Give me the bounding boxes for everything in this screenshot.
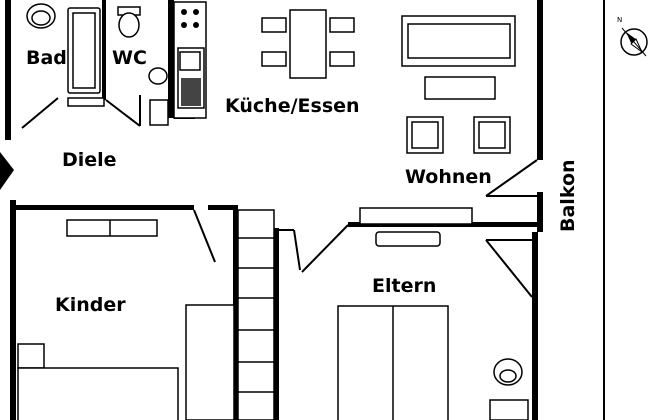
bathroom-fixtures	[26, 3, 169, 126]
sideboard	[359, 207, 473, 225]
label-balkon: Balkon	[557, 159, 579, 232]
eltern-furniture	[337, 231, 529, 420]
compass-icon: N	[617, 16, 648, 57]
label-diele: Diele	[62, 149, 117, 171]
kinder-radiator	[66, 219, 158, 237]
wc-sink-icon	[148, 67, 168, 85]
label-wc: WC	[112, 47, 147, 69]
bookshelf	[237, 209, 275, 420]
label-kinder: Kinder	[55, 294, 126, 316]
label-bad: Bad	[26, 47, 67, 69]
stove-burner	[181, 9, 187, 15]
compass-north-label: N	[617, 16, 622, 24]
dining-table	[289, 9, 327, 79]
label-kueche-essen: Küche/Essen	[225, 95, 360, 117]
kinder-wardrobe	[185, 304, 235, 420]
toilet-icon	[118, 12, 140, 38]
room-labels: Bad WC Küche/Essen Diele Wohnen Balkon K…	[26, 47, 579, 316]
bath-radiator	[67, 97, 105, 107]
kinder-bed	[17, 367, 179, 420]
eltern-radiator	[375, 231, 441, 247]
living-furniture	[359, 15, 516, 225]
label-eltern: Eltern	[372, 275, 436, 297]
kitchen-fixtures	[173, 1, 355, 119]
kinder-furniture	[17, 209, 275, 420]
entrance-marker	[0, 152, 14, 190]
coffee-table	[424, 76, 496, 100]
label-wohnen: Wohnen	[405, 166, 492, 188]
kinder-desk	[17, 343, 45, 369]
